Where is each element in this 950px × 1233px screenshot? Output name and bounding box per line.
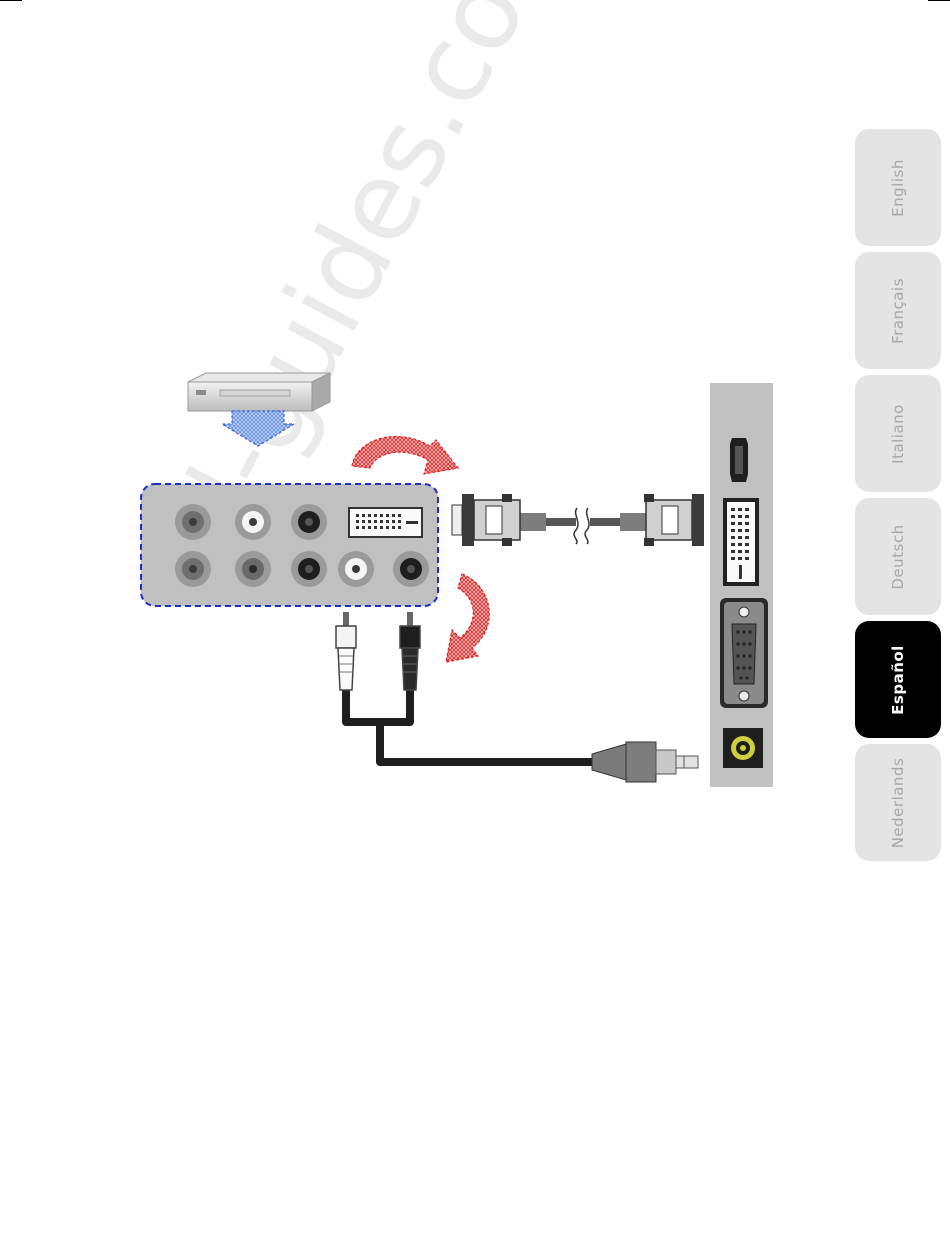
dvi-port-source <box>349 508 422 537</box>
tab-label: Deutsch <box>889 524 907 589</box>
rca-plug-white <box>336 612 356 690</box>
rca-plug-black <box>400 612 420 690</box>
tab-francais[interactable]: Français <box>855 252 941 369</box>
tab-label: Español <box>889 645 907 715</box>
hdmi-port <box>730 438 748 482</box>
tab-label: Italiano <box>889 404 907 464</box>
rca-jack-bottom-4 <box>338 551 374 587</box>
vga-port <box>720 598 768 708</box>
rca-jack-top-1 <box>175 504 211 540</box>
source-device-panel <box>141 484 438 606</box>
audio-cable <box>336 612 698 782</box>
blue-arrow-down <box>222 411 294 446</box>
rca-jack-top-2 <box>235 504 271 540</box>
mini-jack-plug <box>592 742 698 782</box>
tab-nederlands[interactable]: Nederlands <box>855 744 941 861</box>
dvi-cable <box>452 494 704 546</box>
monitor-back-panel <box>710 383 773 787</box>
tab-espanol[interactable]: Español <box>855 621 941 738</box>
rca-jack-bottom-3 <box>291 551 327 587</box>
rca-jack-top-3 <box>291 504 327 540</box>
rca-jack-bottom-1 <box>175 551 211 587</box>
tab-label: Français <box>889 278 907 344</box>
tab-label: Nederlands <box>889 757 907 848</box>
tab-deutsch[interactable]: Deutsch <box>855 498 941 615</box>
rca-jack-bottom-5 <box>393 551 429 587</box>
dvd-player-icon <box>188 373 330 411</box>
rca-jack-bottom-2 <box>235 551 271 587</box>
audio-in-port <box>723 728 763 768</box>
dvi-port-monitor <box>723 498 759 586</box>
red-arrow-bottom <box>446 574 489 662</box>
tab-label: English <box>889 159 907 217</box>
red-arrow-top <box>352 437 458 474</box>
tab-english[interactable]: English <box>855 129 941 246</box>
tab-italiano[interactable]: Italiano <box>855 375 941 492</box>
